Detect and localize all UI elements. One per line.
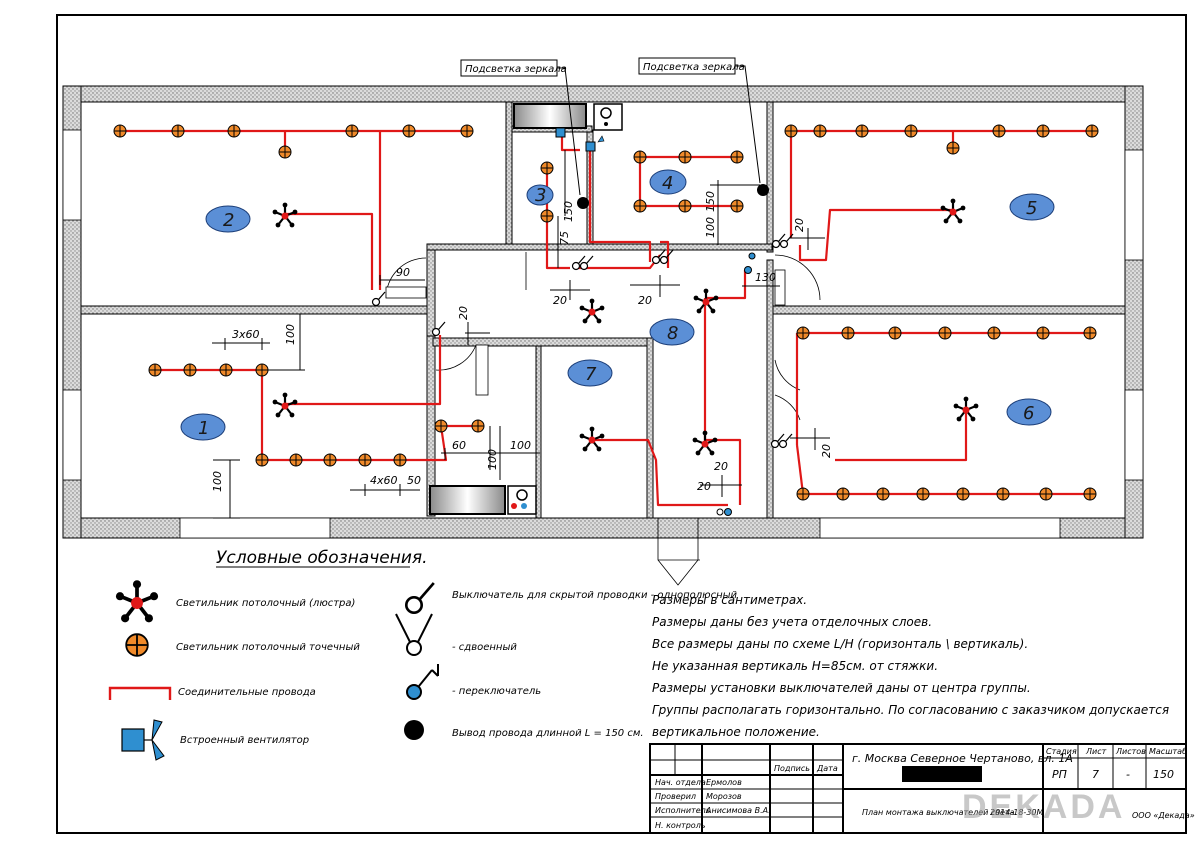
tb-sheet-title: План монтажа выключателей света. xyxy=(862,808,1017,817)
bathtub-top xyxy=(513,103,587,129)
wires xyxy=(120,128,1092,507)
svg-text:Все размеры даны по схеме L/H: Все размеры даны по схеме L/H (горизонта… xyxy=(652,637,1028,651)
wire-legend-icon xyxy=(108,686,172,700)
room-2-label: 2 xyxy=(223,210,234,231)
svg-text:100: 100 xyxy=(704,217,717,238)
svg-text:20: 20 xyxy=(457,306,470,320)
svg-text:90: 90 xyxy=(396,266,410,279)
svg-text:4x60: 4x60 xyxy=(370,474,398,487)
svg-text:60: 60 xyxy=(452,439,466,452)
tb-sheets-label: Листов xyxy=(1115,747,1146,756)
legend-chandelier: Светильник потолочный (люстра) xyxy=(176,598,355,609)
svg-text:Группы располагать горизонталь: Группы располагать горизонтально. По сог… xyxy=(652,703,1169,717)
fan-icon xyxy=(555,127,605,152)
tb-sheet: 7 xyxy=(1092,768,1099,781)
svg-text:20: 20 xyxy=(553,294,567,307)
walls xyxy=(62,85,1144,539)
callout-mirror-1: Подсветка зеркала xyxy=(465,64,567,75)
room-3-label: 3 xyxy=(535,185,546,206)
tb-name-1: Ермолов xyxy=(706,778,742,787)
tb-scale-label: Масштаб xyxy=(1149,747,1187,756)
tb-role-4: Н. контроль xyxy=(655,821,706,830)
svg-text:100: 100 xyxy=(510,439,531,452)
svg-text:100: 100 xyxy=(486,449,499,470)
switch-double-icon xyxy=(395,613,433,656)
legend-fan: Встроенный вентилятор xyxy=(180,735,309,746)
svg-text:20: 20 xyxy=(697,480,711,493)
chandelier-icon xyxy=(114,578,160,625)
notes: Размеры в сантиметрах. Размеры даны без … xyxy=(652,593,1169,739)
room-1-label: 1 xyxy=(198,418,209,439)
dimension-lines xyxy=(212,150,830,519)
tb-role-2: Проверил xyxy=(655,792,696,801)
title-block xyxy=(649,743,1187,834)
legend-switch-single: Выключатель для скрытой проводки - одноп… xyxy=(452,590,738,601)
room-5-label: 5 xyxy=(1026,198,1037,219)
legend-wire-out: Вывод провода длинной L = 150 см. xyxy=(452,728,644,739)
svg-text:50: 50 xyxy=(407,474,421,487)
redacted-block xyxy=(902,766,982,782)
svg-text:20: 20 xyxy=(793,218,806,232)
svg-text:130: 130 xyxy=(755,271,776,284)
tb-address: г. Москва Северное Чертаново, вл. 1А xyxy=(852,752,1073,765)
tb-name-3: Анисимова В.А. xyxy=(705,806,771,815)
svg-text:100: 100 xyxy=(284,324,297,345)
room-7-label: 7 xyxy=(585,364,597,385)
svg-text:150: 150 xyxy=(562,201,575,222)
mirror-callouts xyxy=(460,57,761,196)
svg-text:вертикальное положение.: вертикальное положение. xyxy=(652,725,820,739)
legend-switch-double: - сдвоенный xyxy=(452,642,517,653)
dimension-labels: 90 3x60 100 20 60 100 100 100 4x60 50 75… xyxy=(211,191,833,493)
legend-title: Условные обозначения. xyxy=(216,548,428,568)
wire-out-mirror-2 xyxy=(757,184,769,196)
switches xyxy=(371,233,794,516)
tb-org: ООО «Декада» xyxy=(1132,811,1195,820)
legend-spot: Светильник потолочный точечный xyxy=(176,642,360,653)
svg-text:20: 20 xyxy=(714,460,728,473)
svg-text:20: 20 xyxy=(820,444,833,458)
chandeliers xyxy=(271,197,980,457)
spot-light-icon xyxy=(125,633,149,657)
svg-text:75: 75 xyxy=(558,231,571,245)
wire-out-mirror-1 xyxy=(577,197,589,209)
tb-sheet-label: Лист xyxy=(1085,747,1107,756)
svg-text:Размеры установки выключателей: Размеры установки выключателей даны от ц… xyxy=(652,681,1031,695)
tb-name-2: Морозов xyxy=(706,792,742,801)
tb-sign-label: Подпись xyxy=(774,764,810,773)
tb-stage-label: Стадия xyxy=(1046,747,1077,756)
tb-date-value: 2014-18-30М xyxy=(990,808,1043,817)
callout-mirror-2: Подсветка зеркала xyxy=(643,62,745,73)
bathtub-bottom xyxy=(429,485,506,515)
wire-out-legend-icon xyxy=(404,720,424,740)
legend-switch-toggle: - переключатель xyxy=(452,686,541,697)
legend-wires: Соединительные провода xyxy=(178,687,316,698)
tb-role-3: Исполнитель xyxy=(655,806,711,815)
svg-text:Не указанная вертикаль H=85см.: Не указанная вертикаль H=85см. от стяжки… xyxy=(652,659,938,673)
room-4-label: 4 xyxy=(662,173,673,194)
tb-scale: 150 xyxy=(1153,768,1174,781)
tb-role-1: Нач. отдела xyxy=(655,778,706,787)
room-6-label: 6 xyxy=(1023,403,1034,424)
switch-toggle-icon xyxy=(406,664,439,700)
svg-text:Размеры в сантиметрах.: Размеры в сантиметрах. xyxy=(652,593,807,607)
windows xyxy=(62,129,1144,539)
tb-sheets: - xyxy=(1126,768,1130,781)
tb-stage: РП xyxy=(1052,768,1067,781)
svg-text:Размеры даны без учета отделоч: Размеры даны без учета отделочных слоев. xyxy=(652,615,932,629)
svg-text:150: 150 xyxy=(704,191,717,212)
sheet-border xyxy=(56,14,1187,834)
watermark: DEKADA xyxy=(962,788,1125,826)
tb-date-label: Дата xyxy=(816,764,838,773)
fan-legend-icon xyxy=(121,719,165,761)
switch-single-icon xyxy=(404,581,436,615)
svg-text:100: 100 xyxy=(211,471,224,492)
room-8-label: 8 xyxy=(667,323,678,344)
svg-text:3x60: 3x60 xyxy=(232,328,260,341)
svg-text:20: 20 xyxy=(638,294,652,307)
room-labels xyxy=(180,169,1055,441)
doors xyxy=(385,252,821,586)
